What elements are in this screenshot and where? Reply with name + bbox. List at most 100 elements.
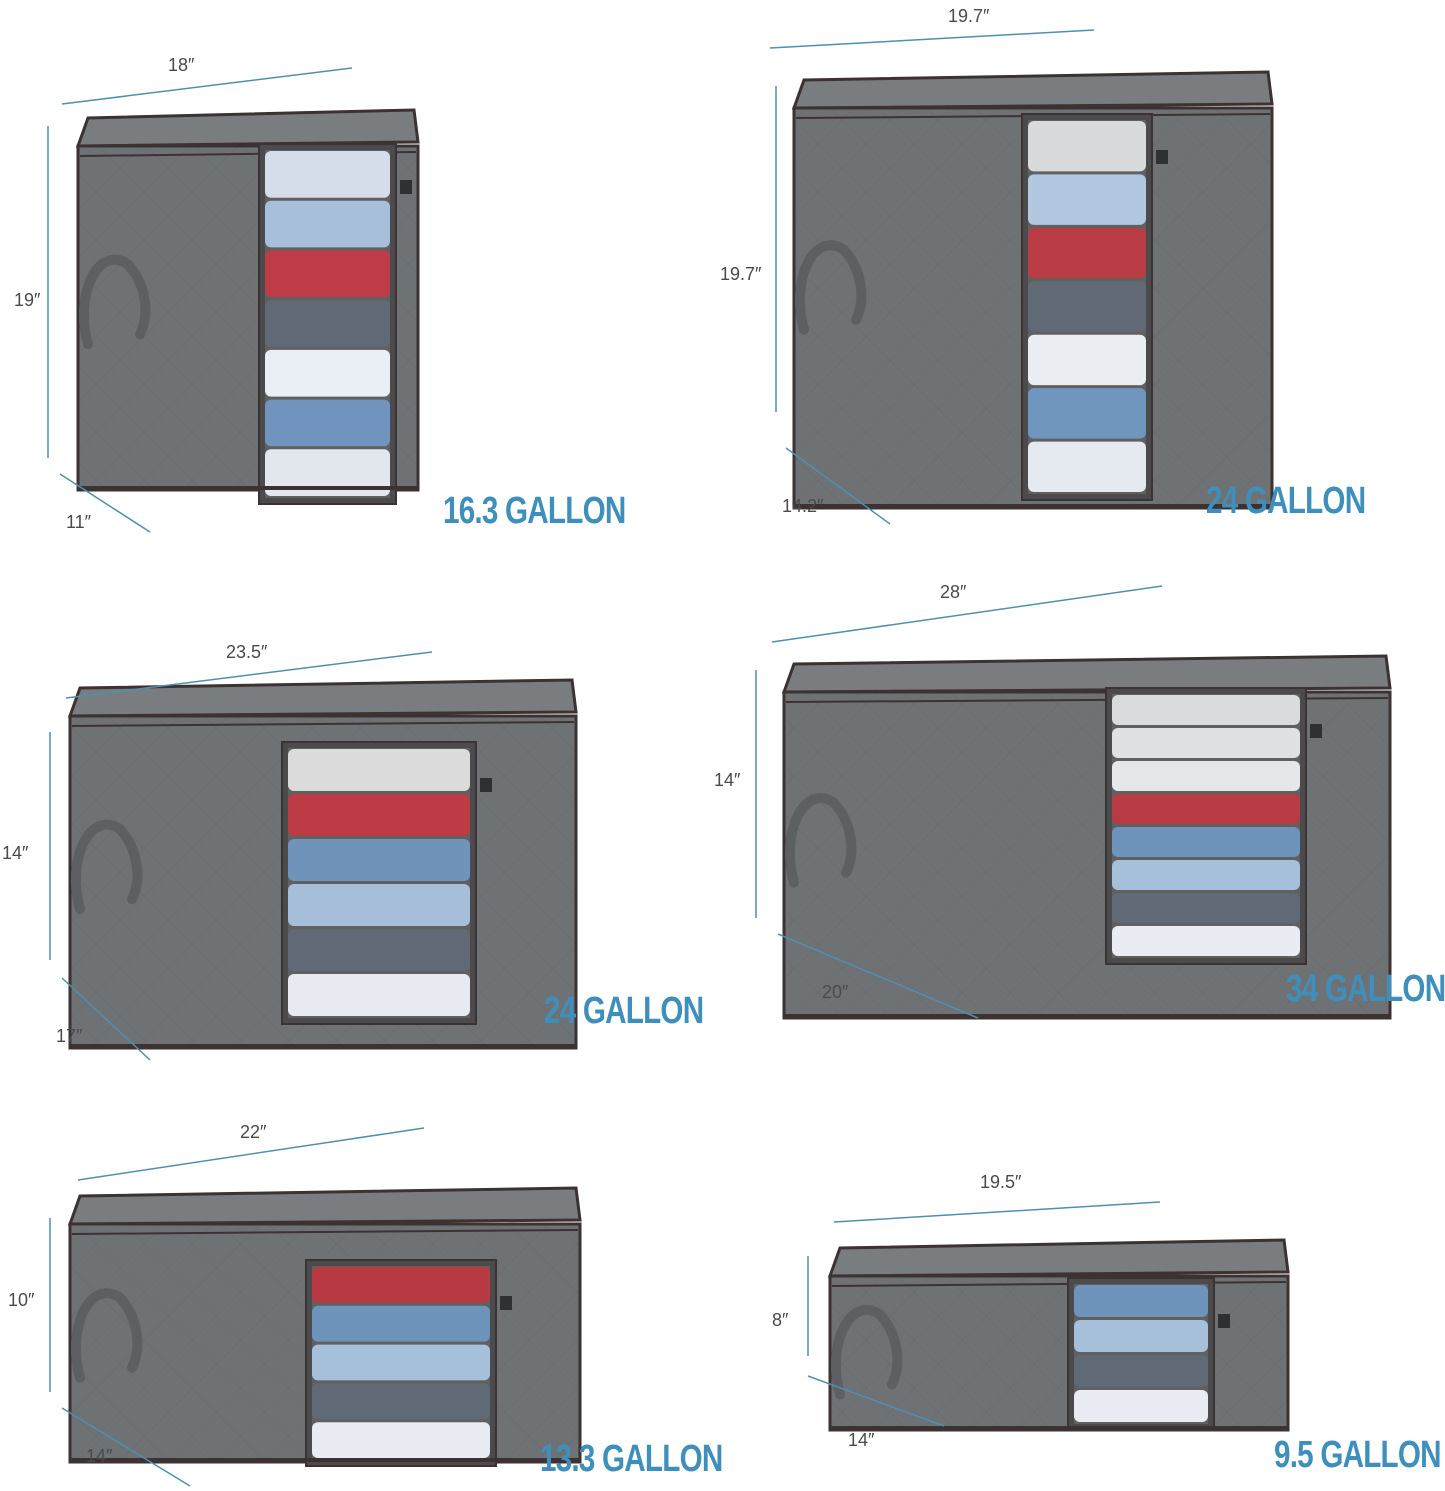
storage-bag-image xyxy=(67,678,578,1050)
handle-strap xyxy=(785,793,857,888)
width-dimension: 18″ xyxy=(168,55,195,75)
brand-tag xyxy=(1156,150,1168,164)
folded-garment xyxy=(265,200,390,248)
folded-garment xyxy=(1112,761,1300,791)
folded-garment xyxy=(1028,441,1146,492)
height-dimension: 8″ xyxy=(772,1310,789,1330)
width-dimension: 23.5″ xyxy=(226,642,268,662)
folded-garment xyxy=(1028,121,1146,172)
width-dimension: 19.7″ xyxy=(948,6,990,26)
folded-garment xyxy=(265,300,390,347)
folded-garment xyxy=(312,1267,490,1303)
storage-bag-image xyxy=(791,70,1274,510)
width-dimension: 22″ xyxy=(240,1122,267,1142)
handle-strap xyxy=(71,819,143,915)
depth-dimension: 17″ xyxy=(56,1026,83,1046)
depth-dimension: 14″ xyxy=(848,1430,875,1450)
folded-garment xyxy=(265,399,390,447)
width-dimension: 28″ xyxy=(940,582,967,602)
depth-dimension: 20″ xyxy=(822,982,849,1002)
dimension-lines xyxy=(49,651,433,1061)
folded-garment xyxy=(1112,926,1300,956)
folded-garment xyxy=(312,1422,490,1458)
window-sheen xyxy=(265,150,390,498)
depth-dimension: 14″ xyxy=(86,1446,113,1466)
folded-garment xyxy=(1112,893,1300,923)
product-card: 22″ 10″ 14″ 13.3 GALLON xyxy=(0,1100,723,1491)
brand-tag xyxy=(480,778,492,792)
folded-garment xyxy=(1112,794,1300,824)
window-sheen xyxy=(1074,1284,1208,1424)
folded-garment xyxy=(288,884,470,926)
product-card: 28″ 14″ 20″ 34 GALLON xyxy=(714,560,1445,1080)
depth-dimension: 11″ xyxy=(66,512,92,532)
folded-garment xyxy=(312,1344,490,1381)
dimension-lines xyxy=(769,29,1095,525)
folded-garment xyxy=(1028,388,1146,439)
gallon-capacity-label: 9.5 GALLON xyxy=(1274,1434,1442,1476)
folded-garment xyxy=(1112,827,1300,857)
folded-garment xyxy=(1028,174,1146,225)
handle-strap xyxy=(71,1288,143,1383)
height-dimension: 19.7″ xyxy=(720,264,762,284)
zipper-line xyxy=(71,1229,579,1235)
gallon-capacity-label: 24 GALLON xyxy=(544,990,704,1032)
dimension-lines xyxy=(755,585,1163,1019)
bag-lid xyxy=(67,1186,582,1226)
folded-garment xyxy=(1074,1320,1208,1352)
storage-bag-image xyxy=(781,654,1392,1020)
gallon-capacity-label: 16.3 GALLON xyxy=(443,490,626,532)
product-card: 23.5″ 14″ 17″ 24 GALLON xyxy=(0,560,720,1080)
folded-garment xyxy=(312,1305,490,1342)
folded-garment xyxy=(1028,227,1146,279)
window-sheen xyxy=(288,748,470,1018)
product-card: 19.5″ 8″ 14″ 9.5 GALLON xyxy=(722,1100,1445,1491)
folded-garment xyxy=(288,794,470,836)
gallon-capacity-label: 24 GALLON xyxy=(1206,480,1366,522)
folded-garment xyxy=(1074,1285,1208,1317)
product-card: 18″ 19″ 11″ 16.3 GALLON xyxy=(0,0,720,540)
brand-tag xyxy=(1310,724,1322,738)
gallon-capacity-label: 13.3 GALLON xyxy=(540,1438,723,1480)
bag-lid xyxy=(791,70,1274,110)
bag-lid xyxy=(827,1238,1290,1278)
storage-bag-image xyxy=(67,1186,582,1467)
width-dimension: 19.5″ xyxy=(980,1172,1022,1192)
window-sheen xyxy=(1112,694,1300,958)
folded-garment xyxy=(1074,1355,1208,1387)
folded-garment xyxy=(288,749,470,791)
depth-dimension: 14.2″ xyxy=(782,496,824,516)
height-dimension: 19″ xyxy=(14,290,41,310)
folded-garment xyxy=(288,929,470,971)
folded-garment xyxy=(265,449,390,496)
folded-garment xyxy=(288,974,470,1016)
folded-garment xyxy=(1028,334,1146,386)
handle-strap xyxy=(79,254,151,350)
folded-garment xyxy=(312,1383,490,1420)
handle-strap xyxy=(831,1304,903,1400)
folded-garment xyxy=(1112,695,1300,725)
dimension-lines xyxy=(807,1201,1161,1427)
height-dimension: 14″ xyxy=(714,770,741,790)
folded-garment xyxy=(1112,860,1300,890)
dimension-lines xyxy=(47,67,353,533)
handle-strap xyxy=(795,240,867,335)
folded-garment xyxy=(1028,281,1146,332)
folded-garment xyxy=(265,349,390,397)
folded-garment xyxy=(1074,1390,1208,1422)
brand-tag xyxy=(500,1296,512,1310)
storage-bag-image xyxy=(827,1238,1290,1432)
folded-garment xyxy=(265,250,390,298)
folded-garment xyxy=(1112,728,1300,758)
brand-tag xyxy=(400,180,412,194)
zipper-line xyxy=(71,721,575,727)
product-card: 19.7″ 19.7″ 14.2″ 24 GALLON xyxy=(720,0,1445,540)
height-dimension: 14″ xyxy=(2,843,29,863)
brand-tag xyxy=(1218,1314,1230,1328)
height-dimension: 10″ xyxy=(8,1290,35,1310)
folded-garment xyxy=(265,151,390,198)
window-sheen xyxy=(312,1266,490,1460)
folded-garment xyxy=(288,839,470,881)
storage-bag-image xyxy=(75,108,420,505)
window-sheen xyxy=(1028,120,1146,494)
